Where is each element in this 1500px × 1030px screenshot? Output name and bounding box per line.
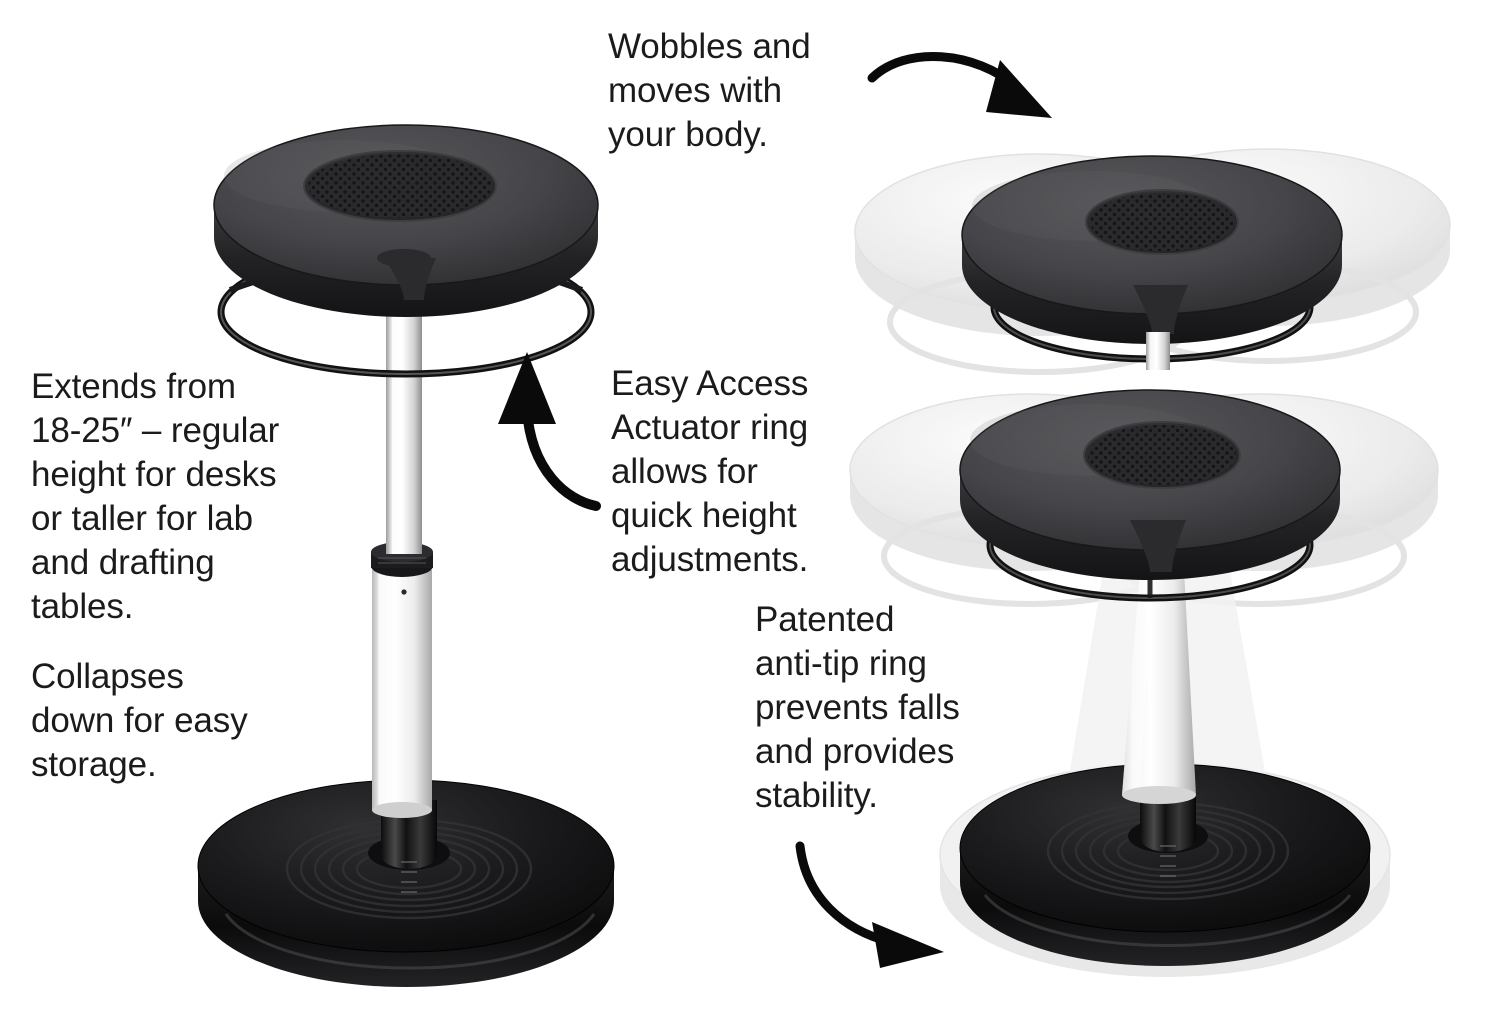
anti-tip-base-left (197, 779, 615, 987)
lower-white-post (372, 570, 432, 818)
stool-extended (197, 124, 615, 987)
tapered-white-column (1122, 570, 1196, 804)
arrow-to-actuator-ring (498, 352, 601, 511)
arrow-to-wobble-seat (867, 52, 1052, 118)
callout-extends-height: Extends from 18-25″ – regular height for… (31, 367, 280, 626)
callout-wobbles-moves: Wobbles and moves with your body. (608, 27, 811, 154)
anti-tip-base-right (959, 763, 1371, 966)
callout-collapses-storage: Collapses down for easy storage. (31, 657, 248, 784)
arrow-to-anti-tip-base (795, 841, 944, 968)
upper-chrome-post (386, 296, 422, 554)
stool-wobbling (849, 148, 1451, 977)
seat-upper-right (961, 155, 1343, 370)
callout-easy-access-actuator: Easy Access Actuator ring allows for qui… (611, 364, 809, 579)
seat-left (213, 124, 599, 317)
callout-patented-anti-tip: Patented anti-tip ring prevents falls an… (755, 600, 960, 815)
seat-lower-right (959, 389, 1341, 602)
